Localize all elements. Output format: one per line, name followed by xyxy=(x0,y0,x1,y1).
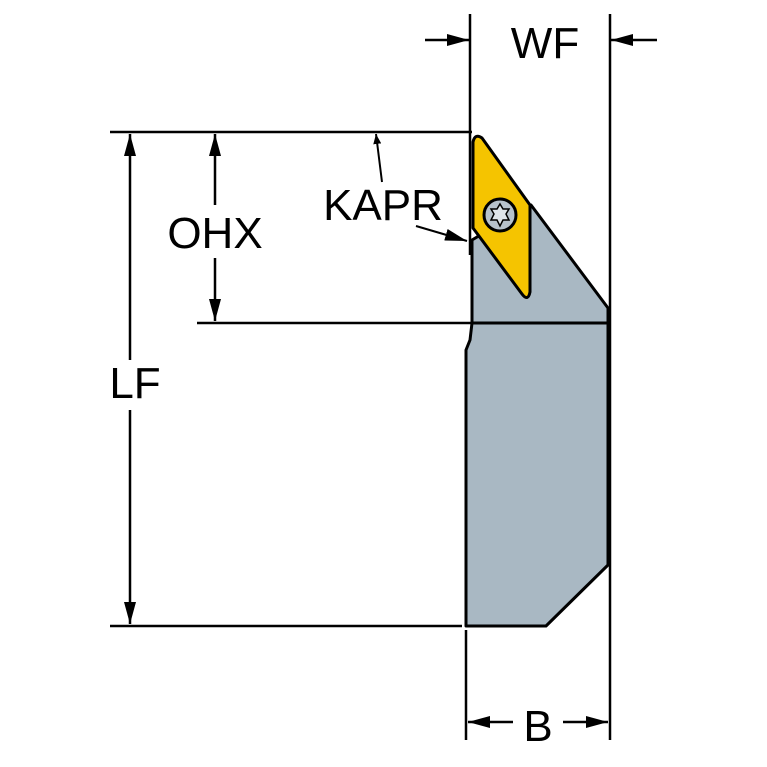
lf-label: LF xyxy=(109,359,160,408)
kapr-arrow-side xyxy=(415,225,468,242)
holder-body xyxy=(464,203,610,628)
b-label: B xyxy=(523,702,552,751)
kapr-arrow-up xyxy=(373,133,383,183)
kapr-label: KAPR xyxy=(323,181,443,230)
torx-screw-icon xyxy=(482,197,518,233)
wf-label: WF xyxy=(511,19,579,68)
ohx-label: OHX xyxy=(167,209,262,258)
extension-lines xyxy=(110,14,612,740)
